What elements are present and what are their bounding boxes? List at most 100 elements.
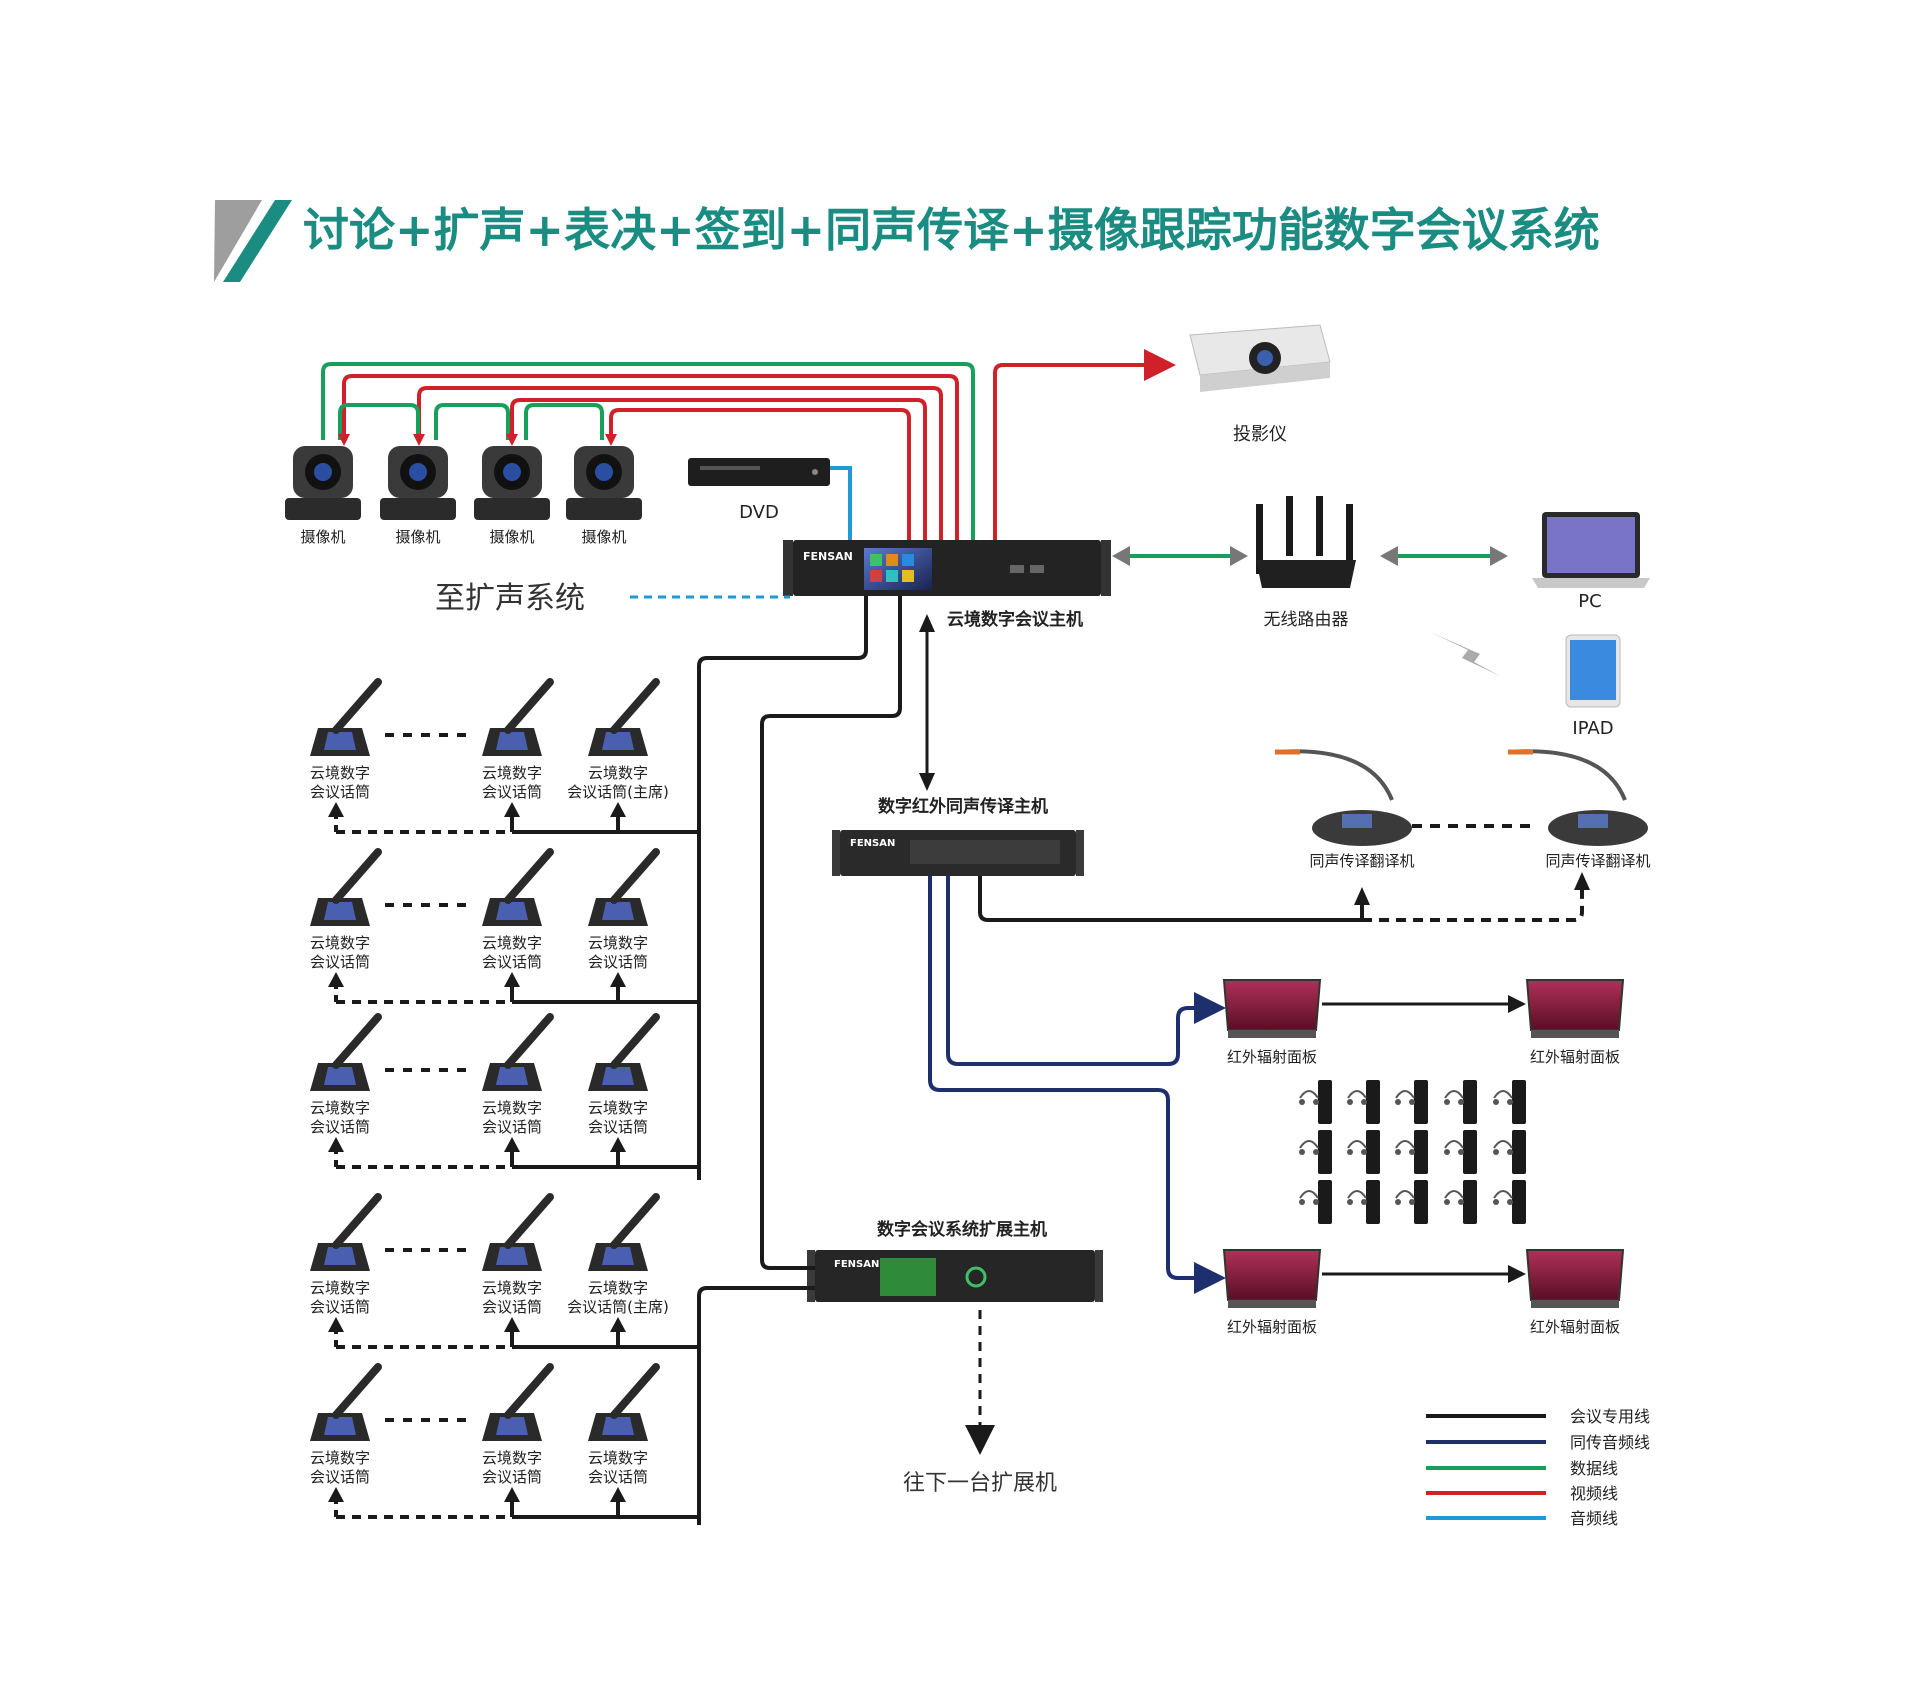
mic-label-line1: 云境数字 — [482, 1099, 542, 1117]
receiver-9 — [1444, 1130, 1477, 1174]
mic-label-line2: 会议话筒 — [588, 953, 648, 971]
mic-label-line1: 云境数字 — [310, 1099, 370, 1117]
mic-label-line2: 会议话筒 — [310, 1298, 370, 1316]
mic-label-line2: 会议话筒(主席) — [567, 783, 669, 801]
mic-label-line1: 云境数字 — [588, 1279, 648, 1297]
camera-arrowheads — [338, 434, 617, 446]
router-label: 无线路由器 — [1264, 610, 1349, 630]
pa-label: 至扩声系统 — [435, 581, 585, 616]
interpretation-host: 数字红外同声传译主机 FENSAN — [832, 796, 1084, 876]
projector-label: 投影仪 — [1233, 424, 1287, 445]
wireless-router: 无线路由器 — [1256, 496, 1356, 630]
mic-label-line2: 会议话筒 — [482, 1298, 542, 1316]
network-links — [1112, 546, 1508, 566]
ir-panel-label: 红外辐射面板 — [1530, 1318, 1620, 1336]
mic-label-line2: 会议话筒 — [310, 953, 370, 971]
legend: 会议专用线 同传音频线 数据线 视频线 音频线 — [1426, 1407, 1650, 1528]
mic-label-line1: 云境数字 — [310, 1279, 370, 1297]
ir-panels: 红外辐射面板 红外辐射面板 红外辐射面板 红外辐射面板 — [1222, 979, 1625, 1336]
next-ext-label: 往下一台扩展机 — [903, 1471, 1057, 1496]
mic-label-line1: 云境数字 — [588, 764, 648, 782]
mic-label-line1: 云境数字 — [588, 1449, 648, 1467]
mic-label-line2: 会议话筒 — [482, 953, 542, 971]
conference-trunk-lines — [697, 596, 902, 1525]
projector: 投影仪 — [1189, 324, 1331, 445]
receiver-12 — [1347, 1180, 1380, 1224]
page-title: 讨论+扩声+表决+签到+同声传译+摄像跟踪功能数字会议系统 — [303, 203, 1600, 257]
legend-label-3: 数据线 — [1570, 1459, 1618, 1478]
camera-label: 摄像机 — [395, 528, 440, 546]
title-block: 讨论+扩声+表决+签到+同声传译+摄像跟踪功能数字会议系统 — [214, 200, 1600, 282]
video-data-lines — [321, 349, 1176, 540]
receiver-6 — [1299, 1130, 1332, 1174]
interp-unit-label: 同声传译翻译机 — [1545, 852, 1650, 870]
receiver-15 — [1493, 1180, 1526, 1224]
receiver-10 — [1493, 1130, 1526, 1174]
interpretation-unit-1: 同声传译翻译机 — [1274, 749, 1415, 870]
ir-panel-label: 红外辐射面板 — [1227, 1318, 1317, 1336]
receiver-11 — [1299, 1180, 1332, 1224]
cameras: 摄像机 摄像机 摄像机 摄像机 — [285, 446, 642, 546]
interp-unit-label: 同声传译翻译机 — [1309, 852, 1414, 870]
ir-panel-label: 红外辐射面板 — [1530, 1048, 1620, 1066]
camera-2: 摄像机 — [380, 446, 456, 546]
receiver-8 — [1395, 1130, 1428, 1174]
ir-panel-1: 红外辐射面板 — [1222, 979, 1322, 1066]
mic-label-line2: 会议话筒 — [588, 1468, 648, 1486]
legend-label-1: 会议专用线 — [1570, 1407, 1650, 1426]
dvd-label: DVD — [739, 502, 779, 523]
pc-label: PC — [1578, 591, 1601, 612]
camera-label: 摄像机 — [300, 528, 345, 546]
mic-label-line2: 会议话筒 — [310, 783, 370, 801]
interp-audio-lines — [928, 876, 1226, 1294]
receiver-3 — [1395, 1080, 1428, 1124]
ir-panel-3: 红外辐射面板 — [1222, 1249, 1322, 1336]
host-label: 云境数字会议主机 — [947, 609, 1083, 630]
title-deco-teal — [223, 200, 292, 282]
host-brand: FENSAN — [803, 550, 853, 563]
receiver-14 — [1444, 1180, 1477, 1224]
mic-label-line1: 云境数字 — [588, 1099, 648, 1117]
dvd-player: DVD — [688, 458, 830, 523]
interpretation-unit-2: 同声传译翻译机 — [1507, 749, 1651, 870]
mic-label-line2: 会议话筒 — [482, 1118, 542, 1136]
receiver-5 — [1493, 1080, 1526, 1124]
camera-3: 摄像机 — [474, 446, 550, 546]
pc-laptop: PC — [1532, 512, 1650, 612]
receivers-grid — [1299, 1080, 1526, 1224]
receiver-2 — [1347, 1080, 1380, 1124]
legend-label-4: 视频线 — [1570, 1484, 1618, 1503]
interp-host-label: 数字红外同声传译主机 — [878, 796, 1048, 817]
camera-1: 摄像机 — [285, 446, 361, 546]
mic-label-line2: 会议话筒 — [588, 1118, 648, 1136]
ext-host-label: 数字会议系统扩展主机 — [877, 1219, 1047, 1240]
microphone-rows: 云境数字会议话筒云境数字会议话筒云境数字会议话筒(主席)云境数字会议话筒云境数字… — [310, 678, 699, 1519]
wireless-signal-icon — [1430, 632, 1500, 676]
mic-label-line1: 云境数字 — [482, 1279, 542, 1297]
receiver-1 — [1299, 1080, 1332, 1124]
legend-label-2: 同传音频线 — [1570, 1433, 1650, 1452]
ir-panel-4: 红外辐射面板 — [1525, 1249, 1625, 1336]
mic-label-line1: 云境数字 — [310, 934, 370, 952]
ir-panel-label: 红外辐射面板 — [1227, 1048, 1317, 1066]
ipad-tablet: IPAD — [1565, 634, 1621, 739]
mic-label-line1: 云境数字 — [588, 934, 648, 952]
camera-4: 摄像机 — [566, 446, 642, 546]
pa-link: 至扩声系统 — [435, 581, 790, 616]
